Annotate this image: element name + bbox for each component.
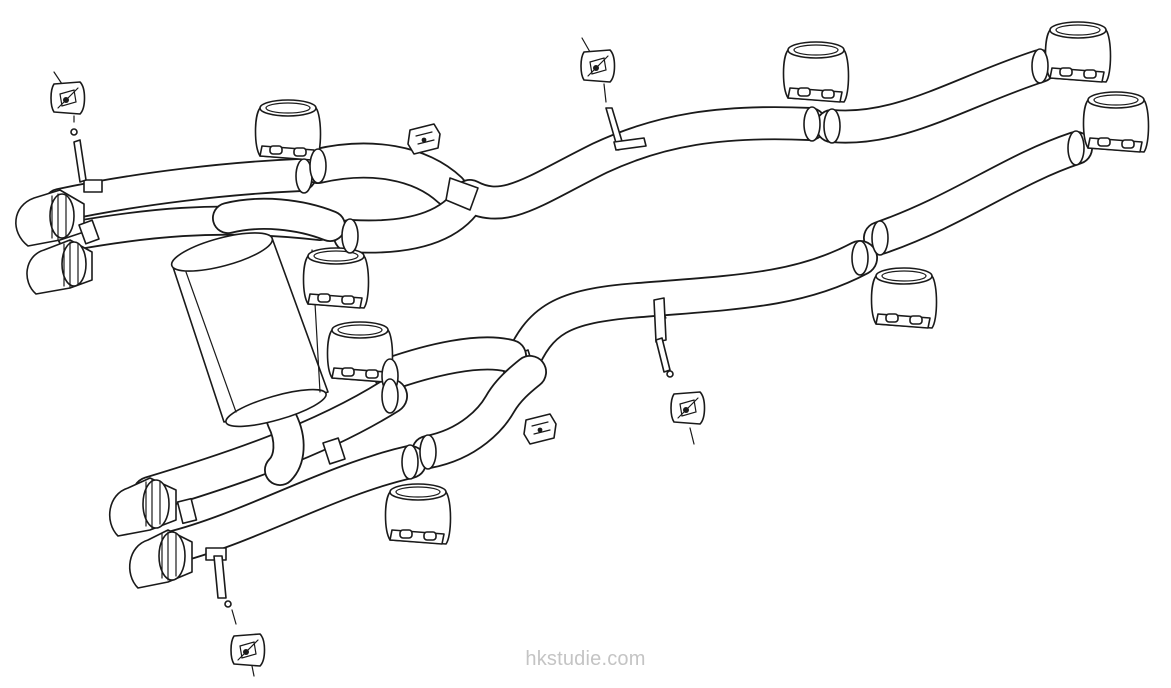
- clamp-6: [1044, 21, 1112, 83]
- rear-muffler: [170, 197, 346, 428]
- clamp-8: [870, 267, 938, 329]
- lower-rear-pipe: [132, 378, 427, 565]
- pipe-end: [1031, 48, 1049, 84]
- lower-center-pipe: [373, 336, 547, 469]
- tail-tip-4: [129, 529, 227, 589]
- pipe-end: [823, 108, 841, 144]
- upper-center-pipe: [300, 106, 827, 254]
- upper-right-pipe-b: [863, 131, 1093, 255]
- pipe-end: [1067, 130, 1085, 166]
- pipe-end: [419, 434, 437, 470]
- pipe-end: [401, 444, 419, 480]
- pipe-end: [871, 220, 889, 256]
- tail-tip-2: [26, 219, 100, 295]
- clamp-1: [254, 99, 322, 161]
- pipe-end: [341, 218, 359, 254]
- upper-right-pipe-a: [815, 49, 1057, 144]
- clamp-5: [782, 41, 850, 103]
- tail-tip-3: [109, 477, 177, 537]
- clamp-7: [1082, 91, 1150, 153]
- pipe-end: [803, 106, 821, 142]
- clamp-4: [384, 483, 452, 545]
- mount-bracket-lower: [523, 413, 557, 445]
- rubber-hanger-4: [213, 555, 266, 677]
- clamp-2: [302, 247, 370, 309]
- pipe-end: [309, 148, 327, 184]
- rubber-hanger-3: [653, 297, 706, 445]
- rubber-hanger-2: [580, 37, 647, 151]
- mount-bracket-upper: [407, 123, 441, 155]
- watermark: hkstudie.com: [525, 648, 646, 670]
- pipe-end: [851, 240, 869, 276]
- tail-tip-1: [15, 179, 103, 247]
- lower-long-pipe: [501, 240, 878, 387]
- rubber-hanger-1: [50, 71, 87, 183]
- pipe-end: [381, 378, 399, 414]
